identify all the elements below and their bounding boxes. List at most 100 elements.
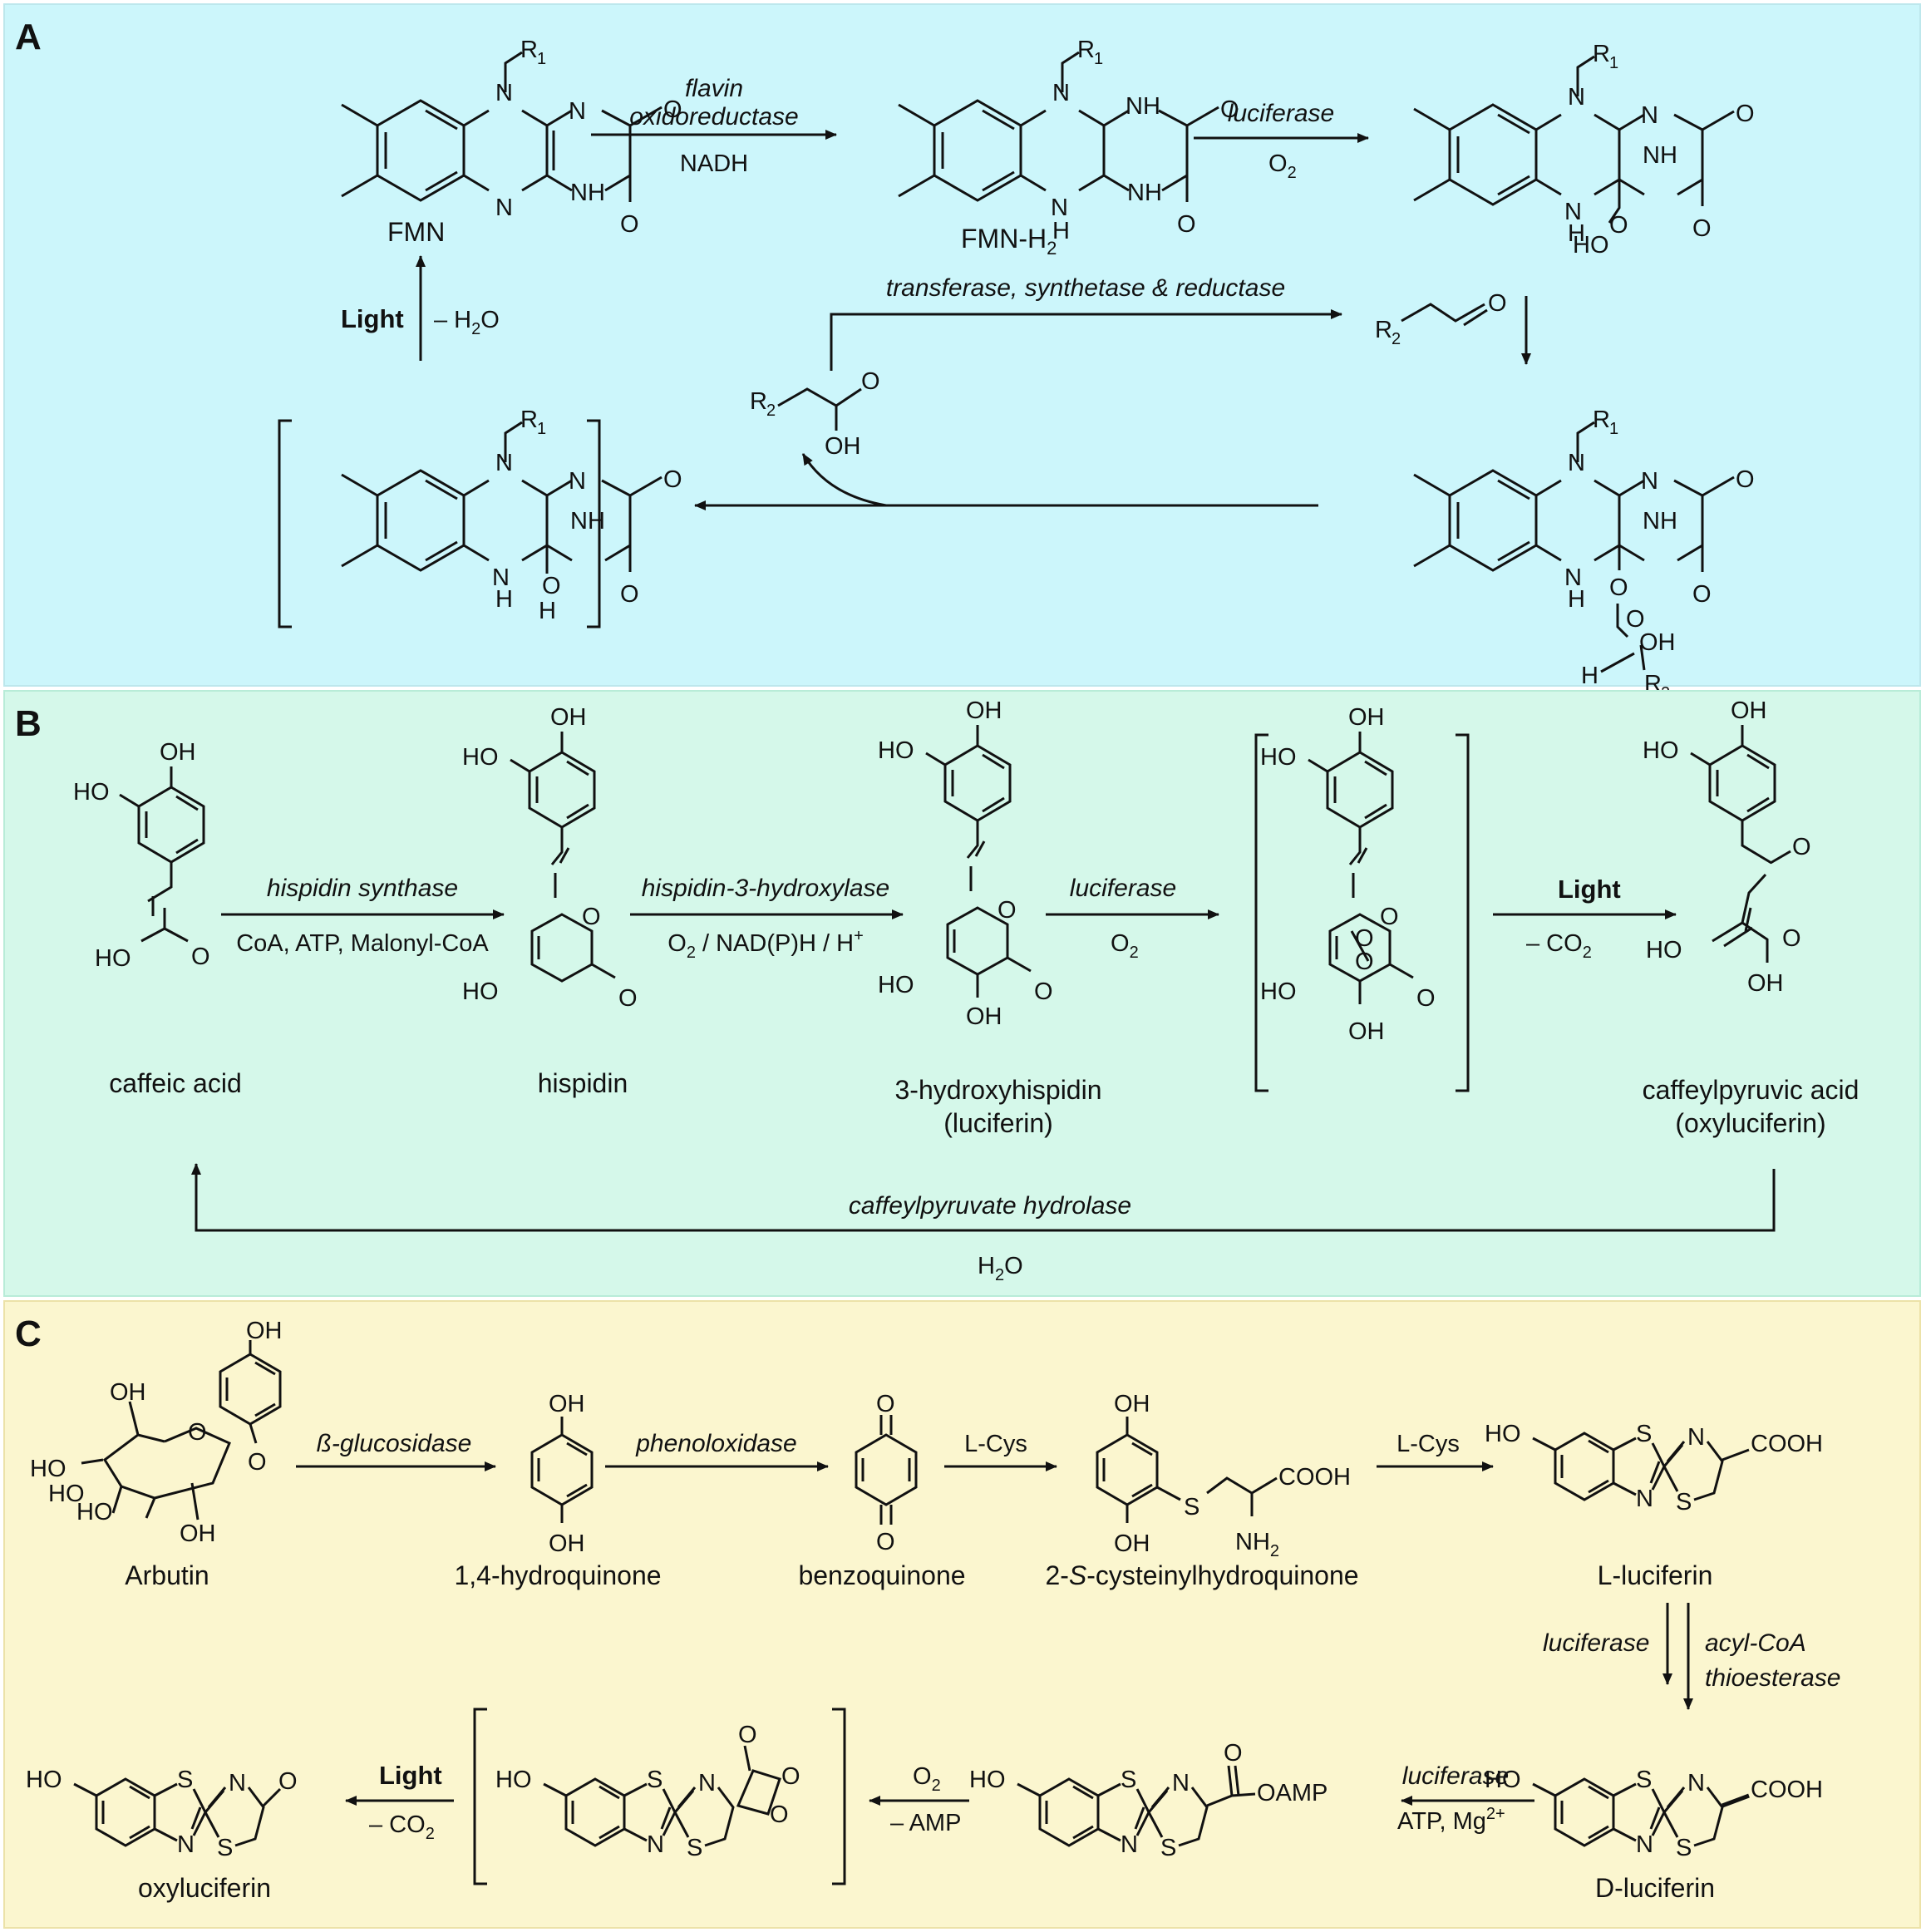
svg-text:N: N [1052, 80, 1070, 106]
hispidin-structure: OH HO HO O O [462, 704, 638, 1012]
bracket-right-b [1456, 733, 1470, 1092]
caffeic-acid-structure: OH HO HO O [73, 739, 210, 972]
nadh-label: NADH [680, 150, 748, 177]
svg-text:OH: OH [549, 1530, 585, 1557]
svg-text:1: 1 [1609, 54, 1618, 72]
hydroxyhispidin-structure: OH HO HO O O OH [878, 697, 1053, 1030]
light-label-a: Light [341, 304, 404, 333]
svg-text:R: R [1077, 37, 1095, 63]
svg-text:H: H [495, 586, 513, 613]
svg-text:HO: HO [495, 1767, 532, 1793]
d-luciferin-label: D-luciferin [1595, 1873, 1715, 1903]
svg-text:HO: HO [48, 1481, 85, 1507]
minus-co2-label-c: – CO2 [369, 1811, 435, 1843]
fmn-label: FMN [387, 217, 445, 247]
benzoquinone-label: benzoquinone [798, 1560, 965, 1590]
svg-text:S: S [1121, 1767, 1136, 1793]
o2-label: O2 [1268, 150, 1297, 182]
coa-atp-label: CoA, ATP, Malonyl-CoA [236, 930, 489, 957]
svg-text:N: N [1636, 1831, 1653, 1858]
svg-text:HO: HO [969, 1767, 1006, 1793]
svg-text:S: S [1676, 1835, 1692, 1861]
svg-text:N: N [1172, 1770, 1190, 1796]
svg-text:OH: OH [1114, 1391, 1150, 1417]
svg-text:N: N [1121, 1831, 1138, 1858]
panel-c: C OH O O O [3, 1300, 1921, 1929]
acyl-coa-label-2: thioesterase [1705, 1664, 1840, 1692]
svg-text:N: N [1568, 450, 1585, 476]
arbutin-label: Arbutin [125, 1560, 209, 1590]
svg-text:O: O [876, 1391, 895, 1417]
svg-text:HO: HO [462, 744, 499, 771]
svg-text:HO: HO [462, 978, 499, 1005]
luciferase-label-c2: luciferase [1402, 1762, 1509, 1790]
svg-text:OH: OH [825, 433, 861, 460]
tsr-enzyme-label: transferase, synthetase & reductase [886, 274, 1285, 302]
svg-text:R: R [520, 407, 538, 433]
svg-text:O: O [663, 96, 682, 123]
svg-text:N: N [495, 450, 513, 476]
panel-a-letter: A [15, 17, 42, 57]
svg-text:1: 1 [537, 420, 546, 438]
svg-text:O: O [1034, 978, 1053, 1005]
svg-text:R: R [750, 388, 767, 415]
panel-b: B OH HO HO O caffeic acid [3, 690, 1921, 1297]
panel-b-letter: B [15, 703, 42, 744]
svg-text:O: O [1224, 1740, 1243, 1767]
svg-text:HO: HO [878, 737, 914, 764]
luciferase-label: luciferase [1228, 100, 1334, 127]
hispidin-3-hydroxylase-label: hispidin-3-hydroxylase [642, 875, 889, 902]
svg-text:N: N [492, 564, 510, 591]
svg-text:OH: OH [1747, 970, 1784, 997]
svg-text:OH: OH [160, 739, 196, 766]
luciferase-label-c1: luciferase [1543, 1629, 1649, 1657]
svg-text:O: O [1609, 574, 1628, 601]
svg-text:O: O [1792, 834, 1811, 860]
caffeylpyruvic-label-1: caffeylpyruvic acid [1643, 1075, 1860, 1105]
svg-text:S: S [217, 1835, 233, 1861]
d-luciferin-structure: HO S N N S COOH [1485, 1767, 1823, 1861]
svg-text:OH: OH [1114, 1530, 1150, 1557]
svg-text:N: N [1636, 1486, 1653, 1512]
panel-c-letter: C [15, 1313, 42, 1354]
svg-text:OH: OH [180, 1520, 216, 1547]
svg-text:O: O [542, 573, 561, 599]
svg-text:S: S [1184, 1494, 1199, 1520]
hydroquinone-label: 1,4-hydroquinone [454, 1560, 661, 1590]
svg-text:HO: HO [30, 1456, 66, 1482]
oxyluciferin-label: oxyluciferin [138, 1873, 271, 1903]
phenoloxidase-label: phenoloxidase [635, 1430, 797, 1457]
svg-text:2: 2 [1392, 330, 1401, 348]
svg-text:S: S [1636, 1421, 1652, 1447]
svg-text:R: R [1593, 41, 1610, 67]
svg-text:S: S [1160, 1835, 1176, 1861]
dioxetanone-structure: HO S N N S O O O [495, 1722, 800, 1861]
svg-text:HO: HO [1573, 232, 1609, 259]
svg-text:OH: OH [1639, 629, 1676, 656]
svg-text:O: O [738, 1722, 757, 1748]
svg-text:S: S [177, 1767, 193, 1793]
minus-amp-label: – AMP [890, 1810, 961, 1836]
svg-text:O: O [188, 1419, 207, 1446]
svg-text:N: N [495, 195, 513, 221]
svg-text:1: 1 [1609, 420, 1618, 438]
svg-text:HO: HO [26, 1767, 62, 1793]
caffeylpyruvate-hydrolase-label: caffeylpyruvate hydrolase [849, 1192, 1131, 1220]
beta-glucosidase-label: ß-glucosidase [317, 1430, 472, 1457]
svg-text:N: N [229, 1770, 246, 1796]
svg-text:R: R [1593, 407, 1610, 433]
svg-text:H: H [1052, 218, 1070, 244]
svg-text:O: O [1736, 101, 1755, 127]
flavin-hydroxide-structure: N N H N NH O O O H R 1 [340, 407, 682, 624]
svg-text:N: N [647, 1831, 664, 1858]
svg-text:N: N [495, 80, 513, 106]
o2-label-c: O2 [913, 1763, 941, 1795]
svg-text:O: O [278, 1768, 298, 1795]
minus-h2o-label: – H2O [434, 307, 500, 338]
arbutin-structure: OH O O OH HO HO HO OH [30, 1318, 283, 1547]
svg-text:OAMP: OAMP [1257, 1780, 1328, 1806]
svg-text:O: O [1736, 466, 1755, 493]
svg-text:N: N [698, 1770, 716, 1796]
bracket-left-b [1254, 733, 1268, 1092]
svg-text:NH: NH [1643, 508, 1677, 535]
